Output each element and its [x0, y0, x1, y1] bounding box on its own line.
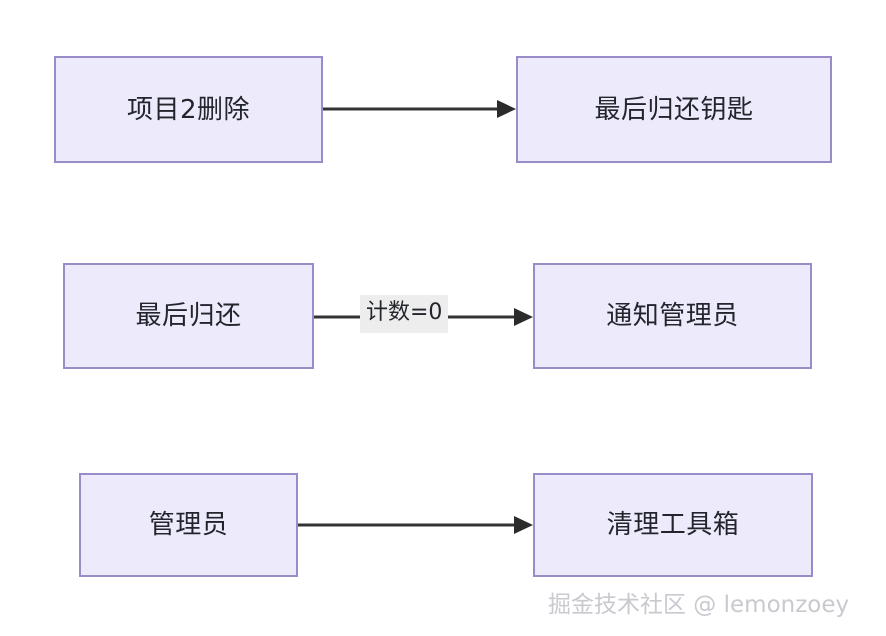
- arrowhead-icon: [514, 308, 533, 326]
- node-final-return[interactable]: 最后归还: [63, 263, 314, 369]
- arrowhead-icon: [497, 100, 516, 118]
- node-final-return-key[interactable]: 最后归还钥匙: [516, 56, 832, 163]
- arrowhead-icon: [514, 516, 533, 534]
- watermark: 掘金技术社区 @ lemonzoey: [548, 592, 850, 618]
- edge-label-count-zero: 计数=0: [360, 295, 449, 333]
- node-project2-delete[interactable]: 项目2删除: [54, 56, 323, 163]
- node-label: 清理工具箱: [606, 510, 740, 540]
- node-label: 项目2删除: [126, 94, 251, 125]
- node-notify-admin[interactable]: 通知管理员: [533, 263, 812, 369]
- node-clean-toolbox[interactable]: 清理工具箱: [533, 473, 813, 577]
- node-label: 通知管理员: [606, 301, 739, 331]
- node-label: 最后归还钥匙: [594, 94, 754, 125]
- node-label: 管理员: [148, 510, 229, 540]
- node-admin[interactable]: 管理员: [79, 473, 298, 577]
- node-label: 最后归还: [135, 301, 242, 331]
